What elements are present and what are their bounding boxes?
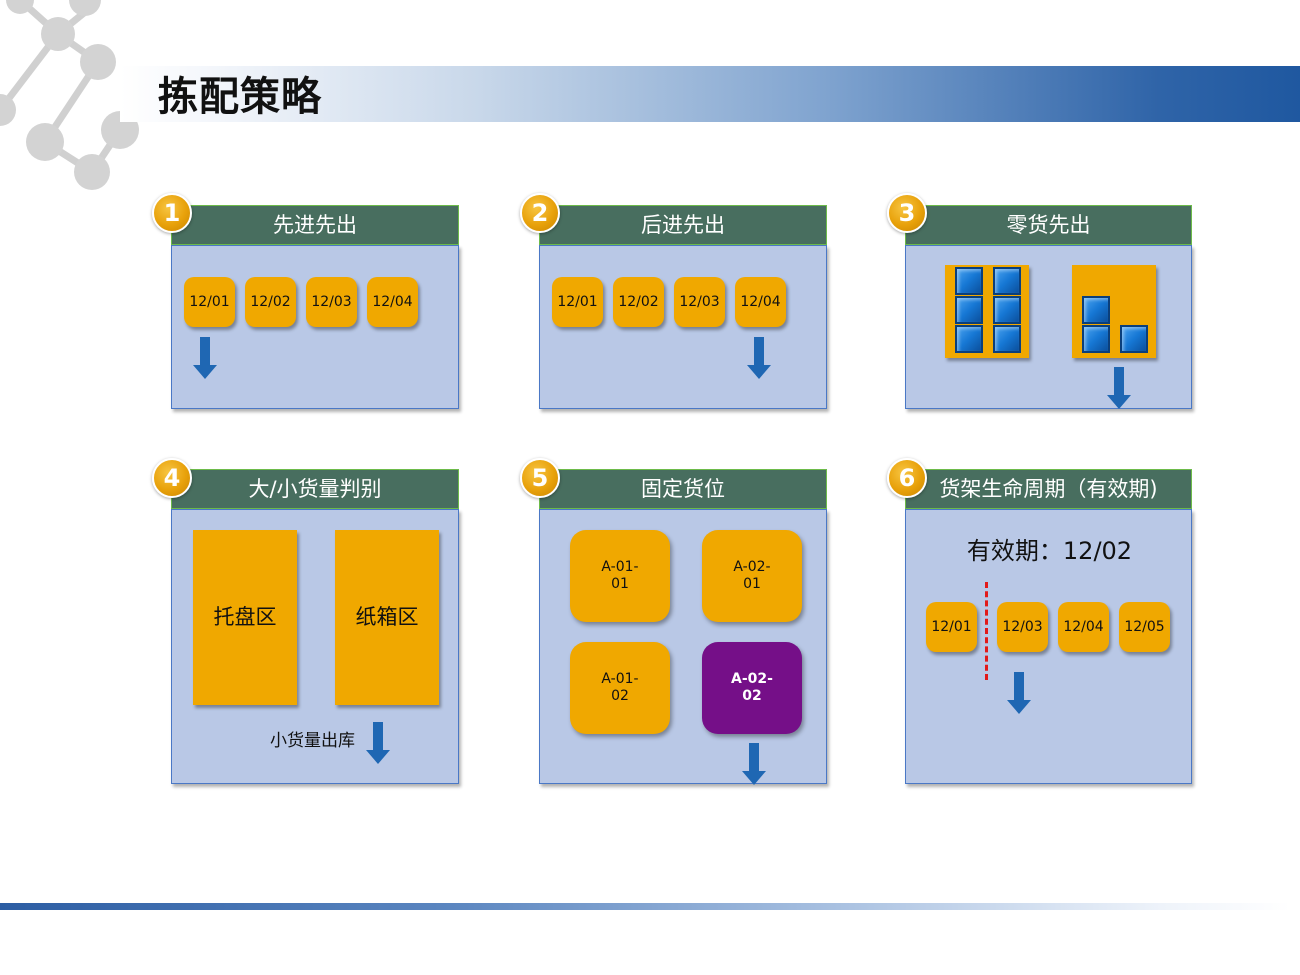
small-volume-caption: 小货量出库 [270,731,355,751]
expiry-cutoff-line [985,582,988,680]
down-arrow-icon [1107,367,1131,409]
date-chip: 12/01 [926,602,977,652]
title-bar [120,66,1300,122]
molecule-decoration-icon [0,0,139,190]
panel-1-body: 12/01 12/02 12/03 12/04 [171,245,459,409]
panel-2-body: 12/01 12/02 12/03 12/04 [539,245,827,409]
date-chip: 12/04 [367,277,418,327]
panel-6-body: 有效期：12/02 12/01 12/03 12/04 12/05 [905,509,1192,784]
panel-4-header: 大/小货量判别 [171,469,459,509]
date-chip: 12/01 [552,277,603,327]
panel-4-body: 托盘区 纸箱区 小货量出库 [171,509,459,784]
panel-3-body [905,245,1192,409]
panel-5-number-badge: 5 [520,458,560,498]
down-arrow-icon [366,722,390,764]
panel-2-number-badge: 2 [520,193,560,233]
stacked-boxes-icon [955,296,983,324]
stacked-boxes-icon [1082,325,1110,353]
down-arrow-icon [747,337,771,379]
location-slot-highlighted: A-02- 02 [702,642,802,734]
full-rack [945,265,1029,358]
date-chip: 12/03 [306,277,357,327]
down-arrow-icon [193,337,217,379]
panel-6-header: 货架生命周期（有效期) [905,469,1192,509]
location-slot: A-01- 02 [570,642,670,734]
date-chip: 12/01 [184,277,235,327]
date-chip: 12/05 [1119,602,1170,652]
date-chip: 12/04 [1058,602,1109,652]
down-arrow-icon [742,743,766,785]
location-slot: A-02- 01 [702,530,802,622]
down-arrow-icon [1007,672,1031,714]
date-chip: 12/03 [997,602,1048,652]
panel-3-number-badge: 3 [887,193,927,233]
footer-line [0,903,1290,910]
date-chip: 12/02 [245,277,296,327]
stacked-boxes-icon [955,325,983,353]
expiry-label: 有效期：12/02 [966,537,1133,565]
panel-4-number-badge: 4 [152,458,192,498]
panel-5-body: A-01- 01 A-02- 01 A-01- 02 A-02- 02 [539,509,827,785]
panel-3-header: 零货先出 [905,205,1192,245]
stacked-boxes-icon [955,267,983,295]
date-chip: 12/02 [613,277,664,327]
panel-6-number-badge: 6 [887,458,927,498]
stacked-boxes-icon [1082,296,1110,324]
panel-5-header: 固定货位 [539,469,827,509]
date-chip: 12/03 [674,277,725,327]
pallet-zone: 托盘区 [193,530,297,705]
partial-rack [1072,265,1156,358]
panel-1-header: 先进先出 [171,205,459,245]
stacked-boxes-icon [993,296,1021,324]
panel-2-header: 后进先出 [539,205,827,245]
location-slot: A-01- 01 [570,530,670,622]
page-title: 拣配策略 [158,74,322,120]
panel-1-number-badge: 1 [152,193,192,233]
stacked-boxes-icon [1120,325,1148,353]
stacked-boxes-icon [993,325,1021,353]
date-chip: 12/04 [735,277,786,327]
stacked-boxes-icon [993,267,1021,295]
carton-zone: 纸箱区 [335,530,439,705]
